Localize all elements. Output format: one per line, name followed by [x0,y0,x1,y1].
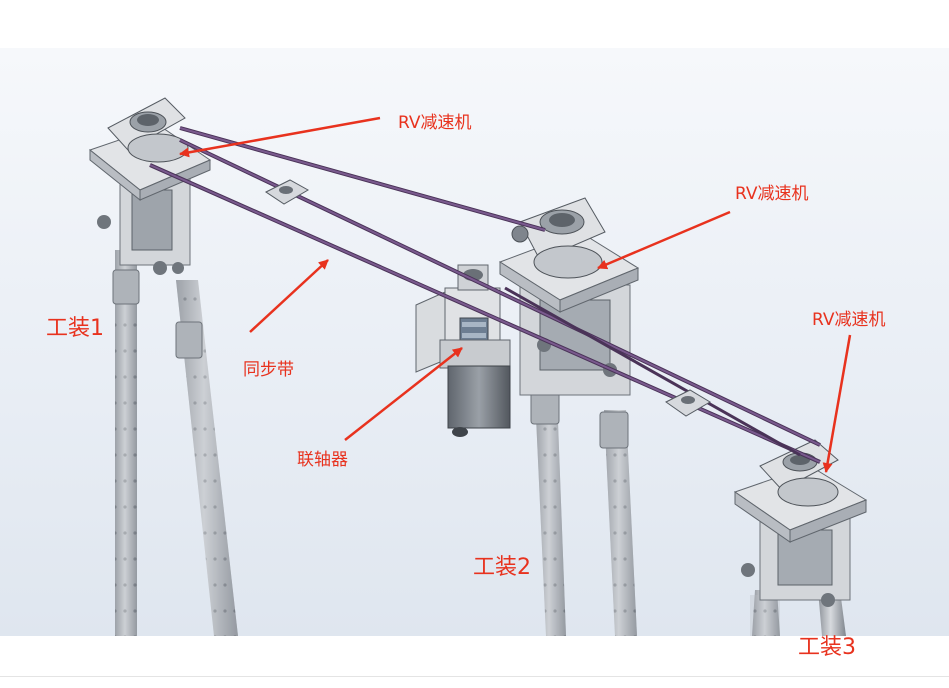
label-fixture-1: 工装1 [46,316,104,341]
fixture-2-pole-right [599,410,637,636]
belt-tensioner-1 [265,179,310,205]
label-fixture-3: 工装3 [798,635,856,660]
arrow-rv-reducer-1 [179,116,381,158]
fixture-3-pole-left [750,590,780,636]
arrow-coupling [344,347,463,441]
label-rv-reducer-3: RV减速机 [812,310,886,330]
arrow-rv-reducer-2 [597,210,731,270]
label-fixture-2: 工装2 [473,555,531,580]
label-timing-belt: 同步带 [243,360,294,380]
fixture-1 [88,97,238,636]
rv-reducer-1 [107,97,189,163]
arrow-rv-reducer-3 [822,334,852,473]
fixture-2 [498,197,640,636]
fixture-1-pole-right [175,280,238,636]
label-rv-reducer-2: RV减速机 [735,184,809,204]
rv-reducer-2 [511,197,606,279]
label-coupling: 联轴器 [297,450,348,470]
arrow-timing-belt [249,259,329,333]
timing-belt [149,126,821,464]
belt-tensioner-2 [665,389,711,417]
annotation-arrows [179,116,852,473]
fixture-2-pole-left [530,389,566,636]
label-rv-reducer-1: RV减速机 [398,113,472,133]
fixture-3 [733,439,868,636]
fixture-1-bracket [97,174,191,275]
bottom-bar [0,676,949,688]
fixture-1-pole-left [112,250,140,636]
